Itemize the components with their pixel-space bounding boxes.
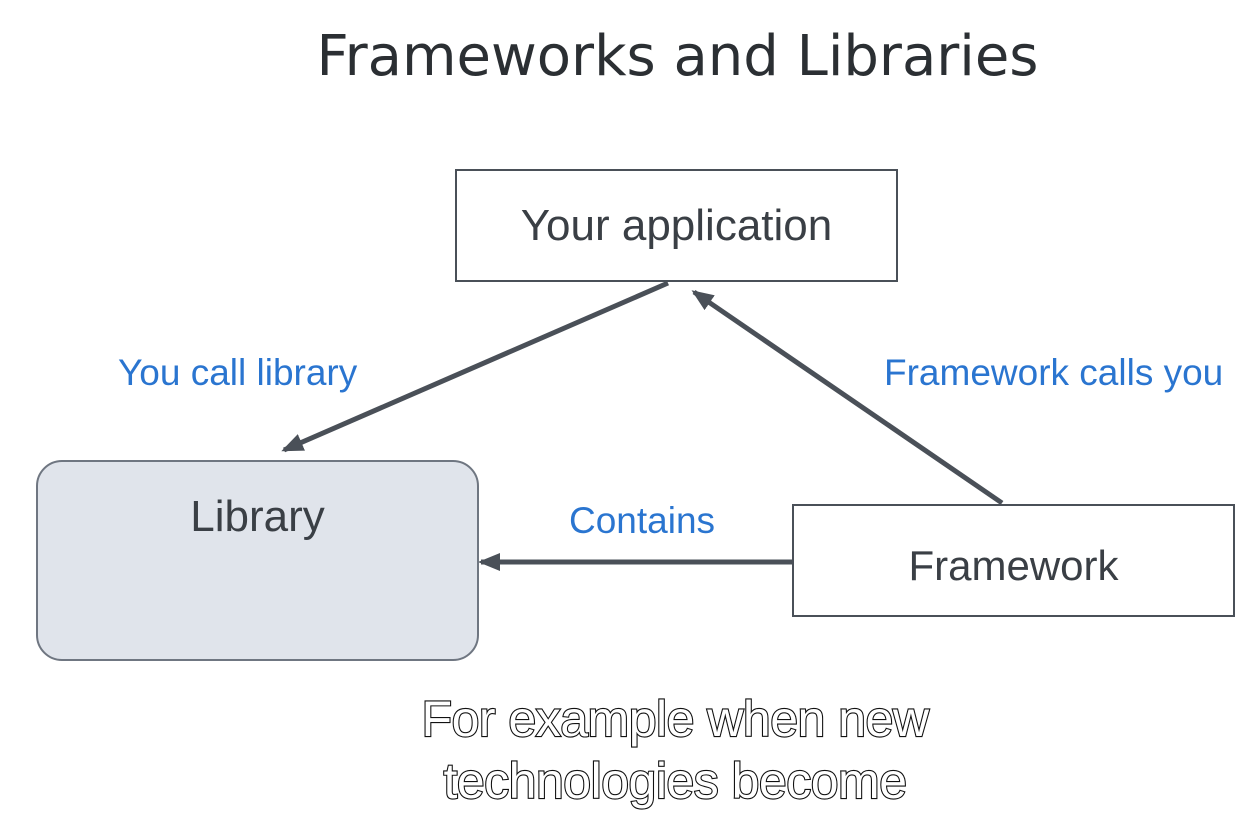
node-library-label: Library xyxy=(190,492,325,541)
node-framework: Framework xyxy=(792,504,1235,617)
node-your-application: Your application xyxy=(455,169,898,282)
node-library: Library xyxy=(36,460,479,661)
edge-label-you-call-library: You call library xyxy=(118,352,358,393)
edge-label-contains: Contains xyxy=(569,500,716,541)
diagram-title: Frameworks and Libraries xyxy=(316,24,1039,89)
arrow-application-to-library xyxy=(281,280,669,453)
edge-label-framework-calls-you: Framework calls you xyxy=(884,352,1224,393)
subtitle-line-2: technologies become xyxy=(442,752,908,810)
node-your-application-label: Your application xyxy=(520,200,833,250)
node-framework-label: Framework xyxy=(908,541,1119,589)
arrow-framework-to-application xyxy=(691,289,1004,506)
subtitle-line-1: For example when new xyxy=(420,690,930,748)
